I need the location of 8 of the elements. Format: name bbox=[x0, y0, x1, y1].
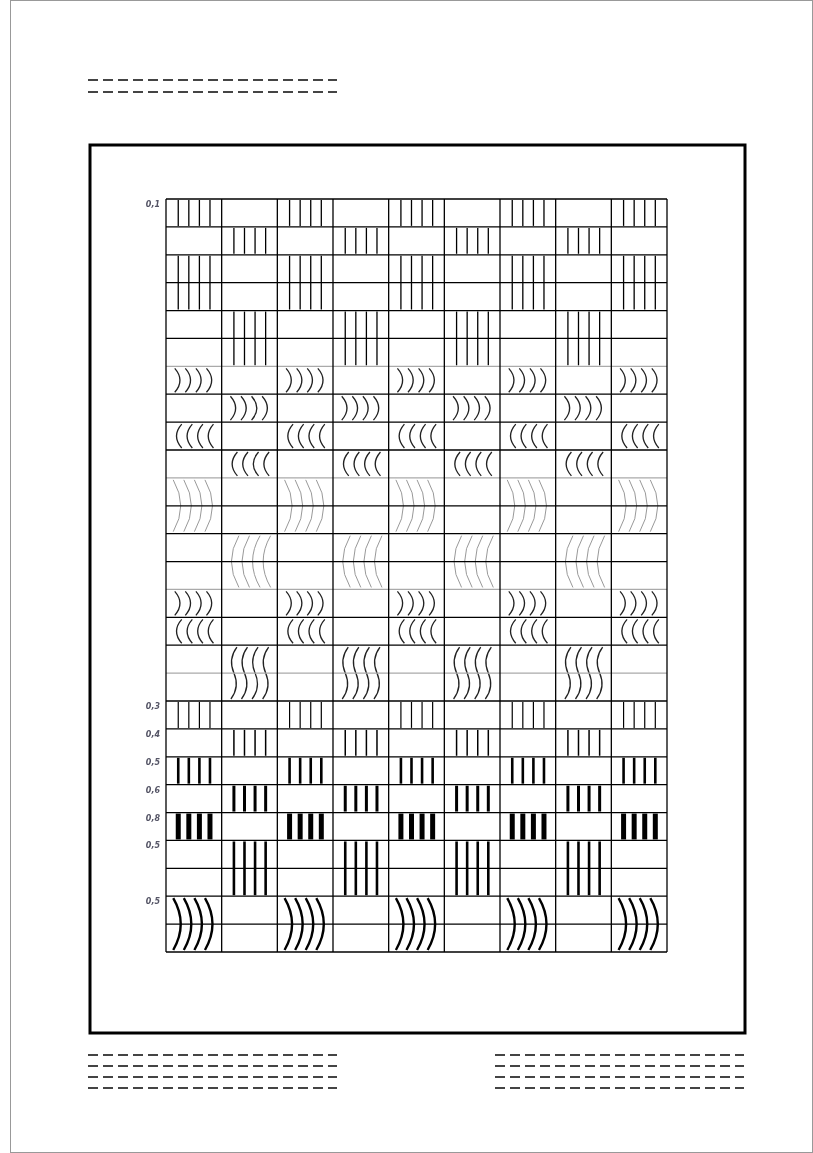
line-weight-label: 0,1 bbox=[145, 200, 160, 209]
line-weight-label: 0,4 bbox=[145, 729, 160, 739]
line-weight-label: 0,5 bbox=[145, 841, 160, 851]
line-weight-label: 0,5 bbox=[145, 897, 160, 907]
line-weight-label: 0,8 bbox=[145, 813, 160, 823]
line-weight-label: 0,3 bbox=[145, 702, 160, 711]
line-weight-label: 0,6 bbox=[145, 785, 160, 795]
line-weight-label: 0,5 bbox=[145, 757, 160, 767]
